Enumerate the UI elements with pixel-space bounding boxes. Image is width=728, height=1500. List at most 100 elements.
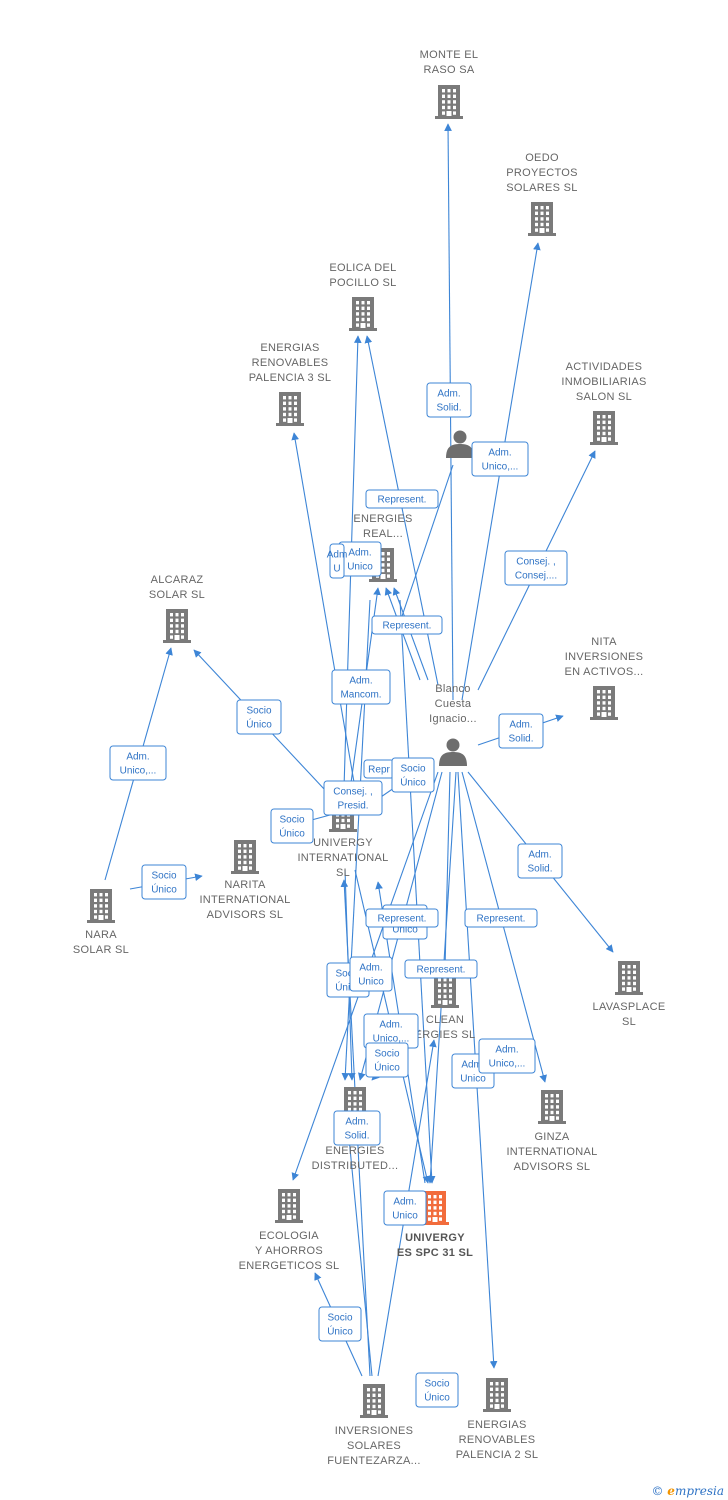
relation-label[interactable]: Represent. [404, 959, 478, 979]
node-label-line: ENERGIAS [467, 1419, 526, 1431]
relation-label-line: Adm. [126, 752, 149, 763]
building-icon[interactable] [483, 1378, 511, 1412]
relation-label-text: Represent. [378, 914, 427, 925]
relation-label-text: Adm.Unico,... [373, 1020, 410, 1045]
relation-label[interactable]: Represent. [365, 908, 439, 928]
node-alcaraz[interactable]: ALCARAZ SOLAR SL [149, 574, 205, 643]
relation-label-line: Socio [335, 969, 360, 980]
node-label-line: POCILLO SL [329, 277, 396, 289]
relation-label-box [318, 1306, 362, 1342]
relation-label[interactable]: Adm.Solid. [498, 713, 544, 749]
relation-label-box [329, 543, 345, 579]
relation-label-text: Adm.Solid. [344, 1117, 369, 1142]
relation-label[interactable]: Adm.Solid. [333, 1110, 381, 1146]
brand-name: mpresia [674, 1484, 724, 1498]
building-icon[interactable] [349, 297, 377, 331]
relation-label[interactable]: Adm.Unico,... [478, 1038, 536, 1074]
node-eolica[interactable]: EOLICA DEL POCILLO SL [329, 262, 396, 331]
building-icon[interactable] [435, 85, 463, 119]
node-label-line: SOLAR SL [73, 944, 129, 956]
node-label-line: MONTE EL [420, 49, 479, 61]
relation-label-line: Unico [392, 1211, 418, 1222]
building-icon[interactable] [538, 1090, 566, 1124]
edge-univergy_int-to-erp3 [291, 432, 356, 789]
relation-label-line: Adm. [348, 548, 371, 559]
relation-label-box [478, 1038, 536, 1074]
node-label-line: SOLAR SL [149, 589, 205, 601]
relation-label[interactable]: Represent. [365, 489, 439, 509]
relation-label[interactable]: Adm.Mancom. [331, 669, 391, 705]
relation-label-text: Adm.Unico,... [482, 448, 519, 473]
relation-label-text: Represent. [383, 621, 432, 632]
relation-label[interactable]: Adm.Unico [383, 1190, 427, 1226]
node-label-line: ENERGIES [353, 513, 412, 525]
relation-label[interactable]: Adm.Solid. [517, 843, 563, 879]
node-label-line: INVERSIONES [565, 651, 644, 663]
building-icon[interactable] [590, 686, 618, 720]
relation-label-text: Consej. ,Presid. [333, 787, 372, 812]
building-icon[interactable] [87, 889, 115, 923]
node-label-line: EOLICA DEL [329, 262, 396, 274]
building-icon[interactable] [590, 411, 618, 445]
relation-label[interactable]: Adm.Unico [338, 541, 382, 577]
building-icon[interactable] [275, 1189, 303, 1223]
relation-label[interactable]: Adm.Unico,... [109, 745, 167, 781]
building-icon[interactable] [276, 392, 304, 426]
relation-label[interactable]: Represent. [464, 908, 538, 928]
relation-label[interactable]: Repr [363, 759, 395, 779]
building-icon[interactable] [163, 609, 191, 643]
relation-label-box [349, 956, 393, 992]
node-label-line: ECOLOGIA [259, 1230, 319, 1242]
relation-label-line: Consej. , [333, 787, 372, 798]
building-icon[interactable] [421, 1191, 449, 1225]
building-icon[interactable] [431, 974, 459, 1008]
relation-label-line: Adm. [509, 720, 532, 731]
relation-label[interactable]: Consej. ,Consej.... [504, 550, 568, 586]
relation-label[interactable]: Adm.Unico,... [363, 1013, 419, 1049]
relation-label[interactable]: Adm.Unico [349, 956, 393, 992]
building-icon[interactable] [528, 202, 556, 236]
relation-label-line: Represent. [383, 621, 432, 632]
node-label-line: ENERGIES [325, 1145, 384, 1157]
building-icon[interactable] [231, 840, 259, 874]
building-icon[interactable] [615, 961, 643, 995]
person-icon[interactable] [446, 430, 474, 459]
relation-label[interactable]: Adm.Solid. [426, 382, 472, 418]
relation-label-line: Socio [151, 871, 176, 882]
relation-label[interactable]: Adm.Unico,... [471, 441, 529, 477]
relation-label-line: Adm. [495, 1045, 518, 1056]
building-icon[interactable] [360, 1384, 388, 1418]
person-icon[interactable] [439, 738, 467, 767]
relation-label[interactable]: Consej. ,Presid. [323, 780, 383, 816]
node-label-line: ALCARAZ [151, 574, 204, 586]
relation-label[interactable]: Represent. [371, 615, 443, 635]
relation-label-box [404, 959, 478, 979]
